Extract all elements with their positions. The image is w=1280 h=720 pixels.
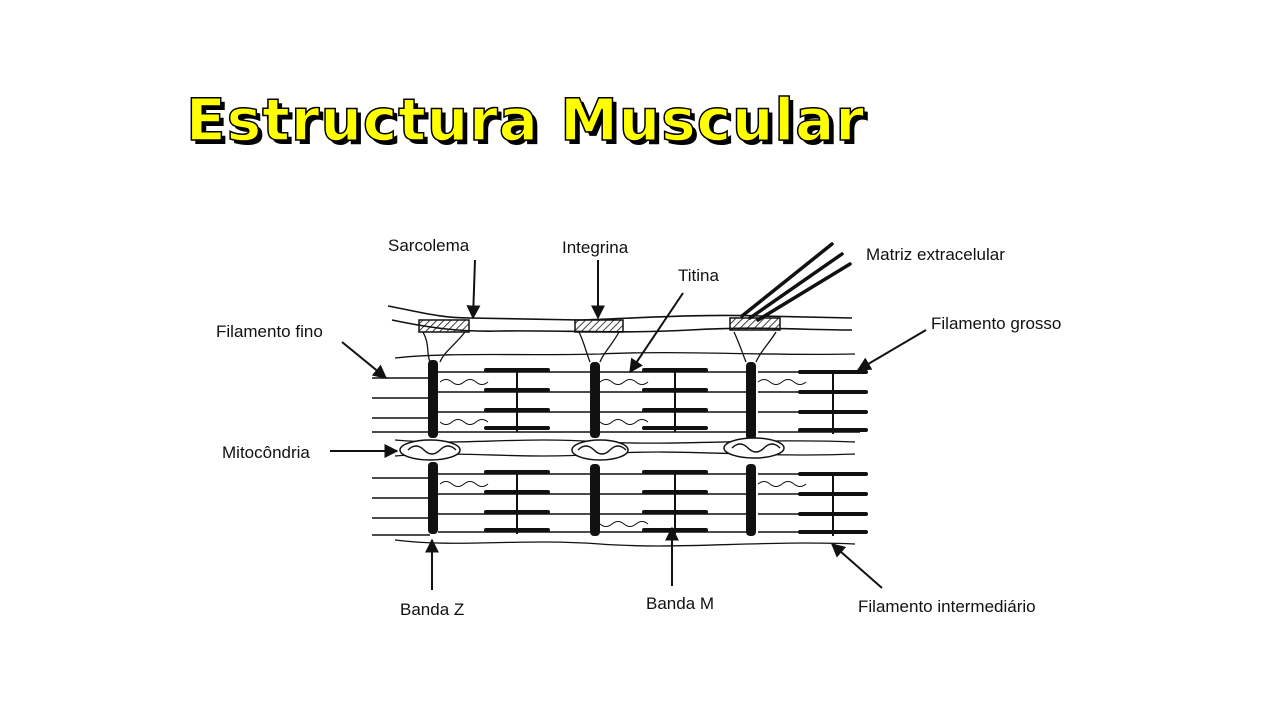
- label-titina: Titina: [678, 266, 719, 285]
- label-filamento-grosso: Filamento grosso: [931, 314, 1061, 333]
- titin-filaments: [439, 379, 807, 527]
- z-bands: [428, 360, 756, 536]
- mitochondria: [399, 437, 785, 461]
- label-matriz-extracelular: Matriz extracelular: [866, 245, 1005, 264]
- extracellular-matrix-fibers: [740, 242, 852, 322]
- costamere-connectors: [422, 331, 777, 363]
- label-banda-z: Banda Z: [400, 600, 464, 619]
- label-banda-m: Banda M: [646, 594, 714, 613]
- label-mitocondria: Mitocôndria: [222, 443, 310, 462]
- label-filamento-intermediario: Filamento intermediário: [858, 597, 1036, 616]
- slide-title: Estructura Muscular: [185, 85, 865, 155]
- label-filamento-fino: Filamento fino: [216, 322, 323, 341]
- pointer-arrows: [330, 259, 927, 590]
- label-sarcolema: Sarcolema: [388, 236, 470, 255]
- label-integrina: Integrina: [562, 238, 629, 257]
- integrin-pads: [418, 317, 781, 333]
- m-lines: [516, 368, 834, 536]
